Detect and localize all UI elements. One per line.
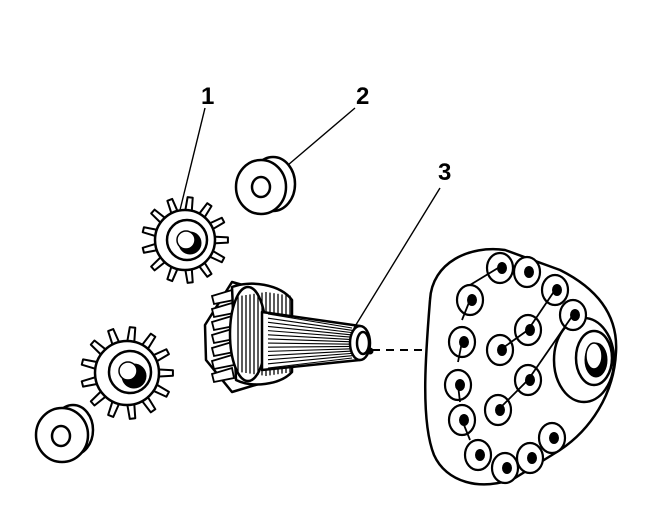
bevel-tooth xyxy=(210,366,236,384)
shaft-spline xyxy=(267,338,353,343)
bolt-hole xyxy=(525,324,535,336)
case-rib xyxy=(527,289,556,331)
case-rib xyxy=(457,341,463,363)
lower-pinion-gear xyxy=(80,326,174,420)
callout-3: 3 xyxy=(438,159,451,186)
upper-thrust-washer xyxy=(234,155,297,216)
upper-pinion-gear xyxy=(141,196,229,284)
bolt-hole xyxy=(455,379,465,391)
bolt-hole xyxy=(502,462,512,474)
bolt-hole xyxy=(552,284,562,296)
shaft-spline xyxy=(267,321,353,334)
case-rib xyxy=(499,329,529,351)
shaft-spline xyxy=(267,352,353,361)
shaft-spline xyxy=(267,345,353,348)
case-rib xyxy=(469,267,499,286)
shaft-spline xyxy=(267,342,353,345)
bolt-hole xyxy=(524,266,534,278)
side-gear-shaft xyxy=(203,280,374,394)
shaft-spline xyxy=(267,325,353,336)
lower-thrust-washer xyxy=(34,403,95,464)
bolt-hole xyxy=(497,262,507,274)
shaft-spline xyxy=(267,350,353,357)
shaft-spline xyxy=(267,355,353,365)
shaft-spline xyxy=(267,313,353,329)
callout-2: 2 xyxy=(356,83,369,110)
bolt-hole xyxy=(527,452,537,464)
callout-1: 1 xyxy=(201,83,214,110)
case-rib xyxy=(461,299,471,321)
shaft-spline xyxy=(267,317,353,331)
case-rib xyxy=(457,384,461,403)
shaft-spline xyxy=(267,334,353,341)
case-rib xyxy=(497,379,529,411)
case-rib xyxy=(527,314,574,381)
case-rib xyxy=(461,419,471,441)
bolt-hole xyxy=(570,309,580,321)
bolt-hole xyxy=(495,404,505,416)
shaft-spline xyxy=(267,357,353,369)
shaft-spline xyxy=(267,348,353,352)
differential-case xyxy=(423,247,618,486)
bolt-hole xyxy=(549,432,559,444)
bolt-hole xyxy=(459,414,469,426)
bolt-hole xyxy=(525,374,535,386)
shaft-spline xyxy=(267,330,353,338)
callout-leaders xyxy=(179,107,441,329)
bolt-hole xyxy=(475,449,485,461)
